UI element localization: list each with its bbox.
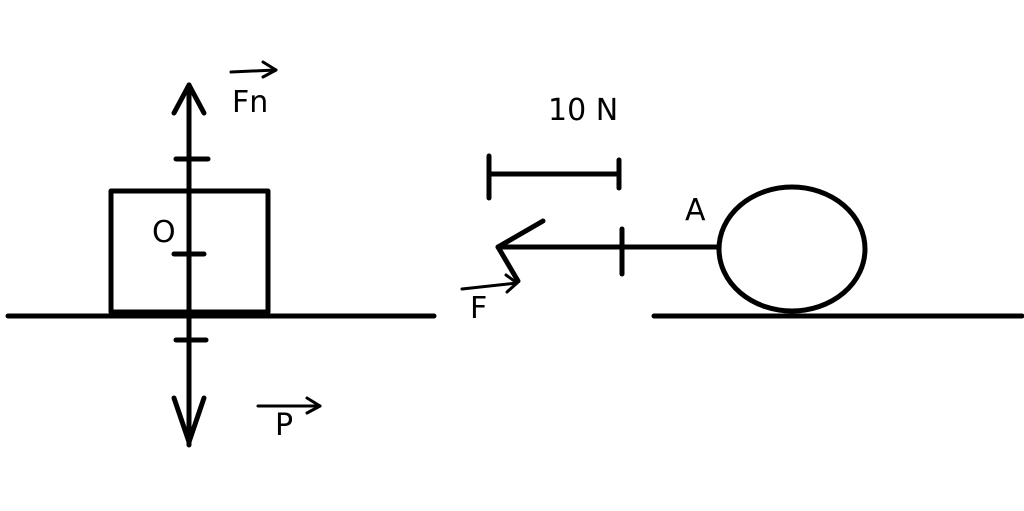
weight-arrowhead	[171, 395, 207, 445]
normal-force-arrowhead	[171, 82, 207, 116]
f-label: F	[470, 291, 488, 326]
force-f-arrowhead	[495, 218, 546, 284]
f-vector-bar	[460, 281, 519, 291]
point-a-label: A	[685, 193, 706, 228]
point-o-label: O	[152, 215, 176, 250]
ball	[716, 184, 868, 314]
f-vector-arrowhead	[504, 273, 519, 294]
fn-label: Fn	[232, 85, 269, 120]
p-vector-arrowhead	[305, 396, 322, 415]
fn-vector-arrowhead	[261, 60, 278, 79]
fn-vector-bar	[229, 68, 278, 74]
scale-label: 10 N	[548, 93, 619, 128]
p-label: P	[275, 408, 294, 443]
